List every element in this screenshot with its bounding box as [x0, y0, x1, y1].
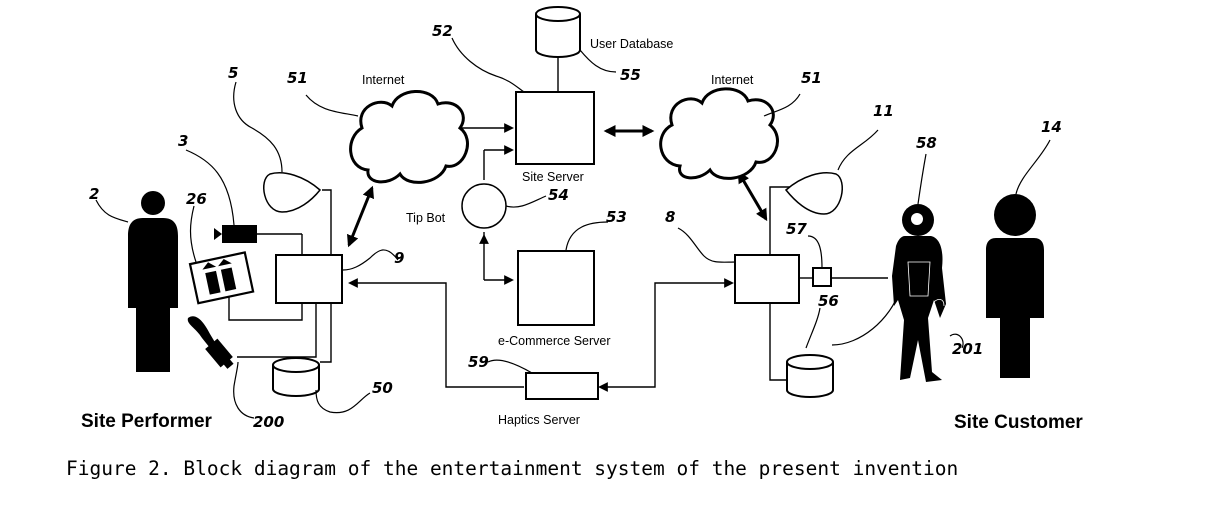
ref-56: 56	[818, 292, 839, 310]
tip-bot-label: Tip Bot	[406, 211, 446, 225]
microphone-device-icon	[214, 225, 257, 243]
site-customer-figure-icon	[986, 194, 1044, 378]
ref-8: 8	[665, 208, 675, 226]
site-customer-label: Site Customer	[954, 412, 1083, 433]
ref-50: 50	[372, 379, 393, 397]
performer-controller-box	[275, 254, 343, 304]
ref-2: 2	[89, 185, 99, 203]
ref-201: 201	[952, 340, 983, 358]
site-performer-figure-icon	[128, 191, 178, 372]
ref-59: 59	[468, 353, 489, 371]
internet-cloud-right	[659, 87, 779, 180]
ecommerce-server-label: e-Commerce Server	[498, 334, 611, 348]
haptic-interface-box	[812, 267, 832, 287]
handheld-haptic-device-icon	[187, 316, 234, 369]
customer-webcam-icon	[784, 172, 843, 215]
ref-55: 55	[620, 66, 641, 84]
customer-controller-box	[734, 254, 800, 304]
internet-label-left: Internet	[362, 73, 405, 87]
internet-cloud-left	[349, 90, 469, 184]
performer-webcam-icon	[263, 172, 322, 213]
reference-leader-lines	[95, 37, 1051, 419]
ref-26: 26	[186, 190, 207, 208]
ref-51-left: 51	[287, 69, 308, 87]
site-server-label: Site Server	[522, 170, 584, 184]
ref-5: 5	[228, 64, 238, 82]
ref-9: 9	[394, 249, 404, 267]
tip-bot-circle	[461, 183, 507, 229]
haptic-suit-figure-icon	[892, 204, 946, 382]
user-database-label: User Database	[590, 37, 673, 51]
ref-3: 3	[178, 132, 188, 150]
bold-arrows	[347, 125, 768, 248]
user-database-cylinder	[535, 6, 581, 58]
ref-51-right: 51	[801, 69, 822, 87]
ref-54: 54	[548, 186, 569, 204]
tablet-device-icon	[188, 251, 255, 305]
figure-caption: Figure 2. Block diagram of the entertain…	[66, 457, 958, 480]
connector-lines	[228, 57, 888, 392]
ref-58: 58	[916, 134, 937, 152]
ecommerce-server-box	[517, 250, 595, 326]
site-performer-label: Site Performer	[81, 411, 213, 432]
ref-53: 53	[606, 208, 627, 226]
ref-14: 14	[1041, 118, 1062, 136]
haptics-server-box	[525, 372, 599, 400]
customer-database-cylinder	[786, 354, 834, 398]
ref-11: 11	[873, 102, 894, 120]
performer-database-cylinder	[272, 357, 320, 397]
haptics-server-label: Haptics Server	[498, 413, 580, 427]
ref-200: 200	[253, 413, 284, 431]
ref-57: 57	[786, 220, 807, 238]
internet-label-right: Internet	[711, 73, 754, 87]
ref-52: 52	[432, 22, 453, 40]
site-server-box	[515, 91, 595, 165]
